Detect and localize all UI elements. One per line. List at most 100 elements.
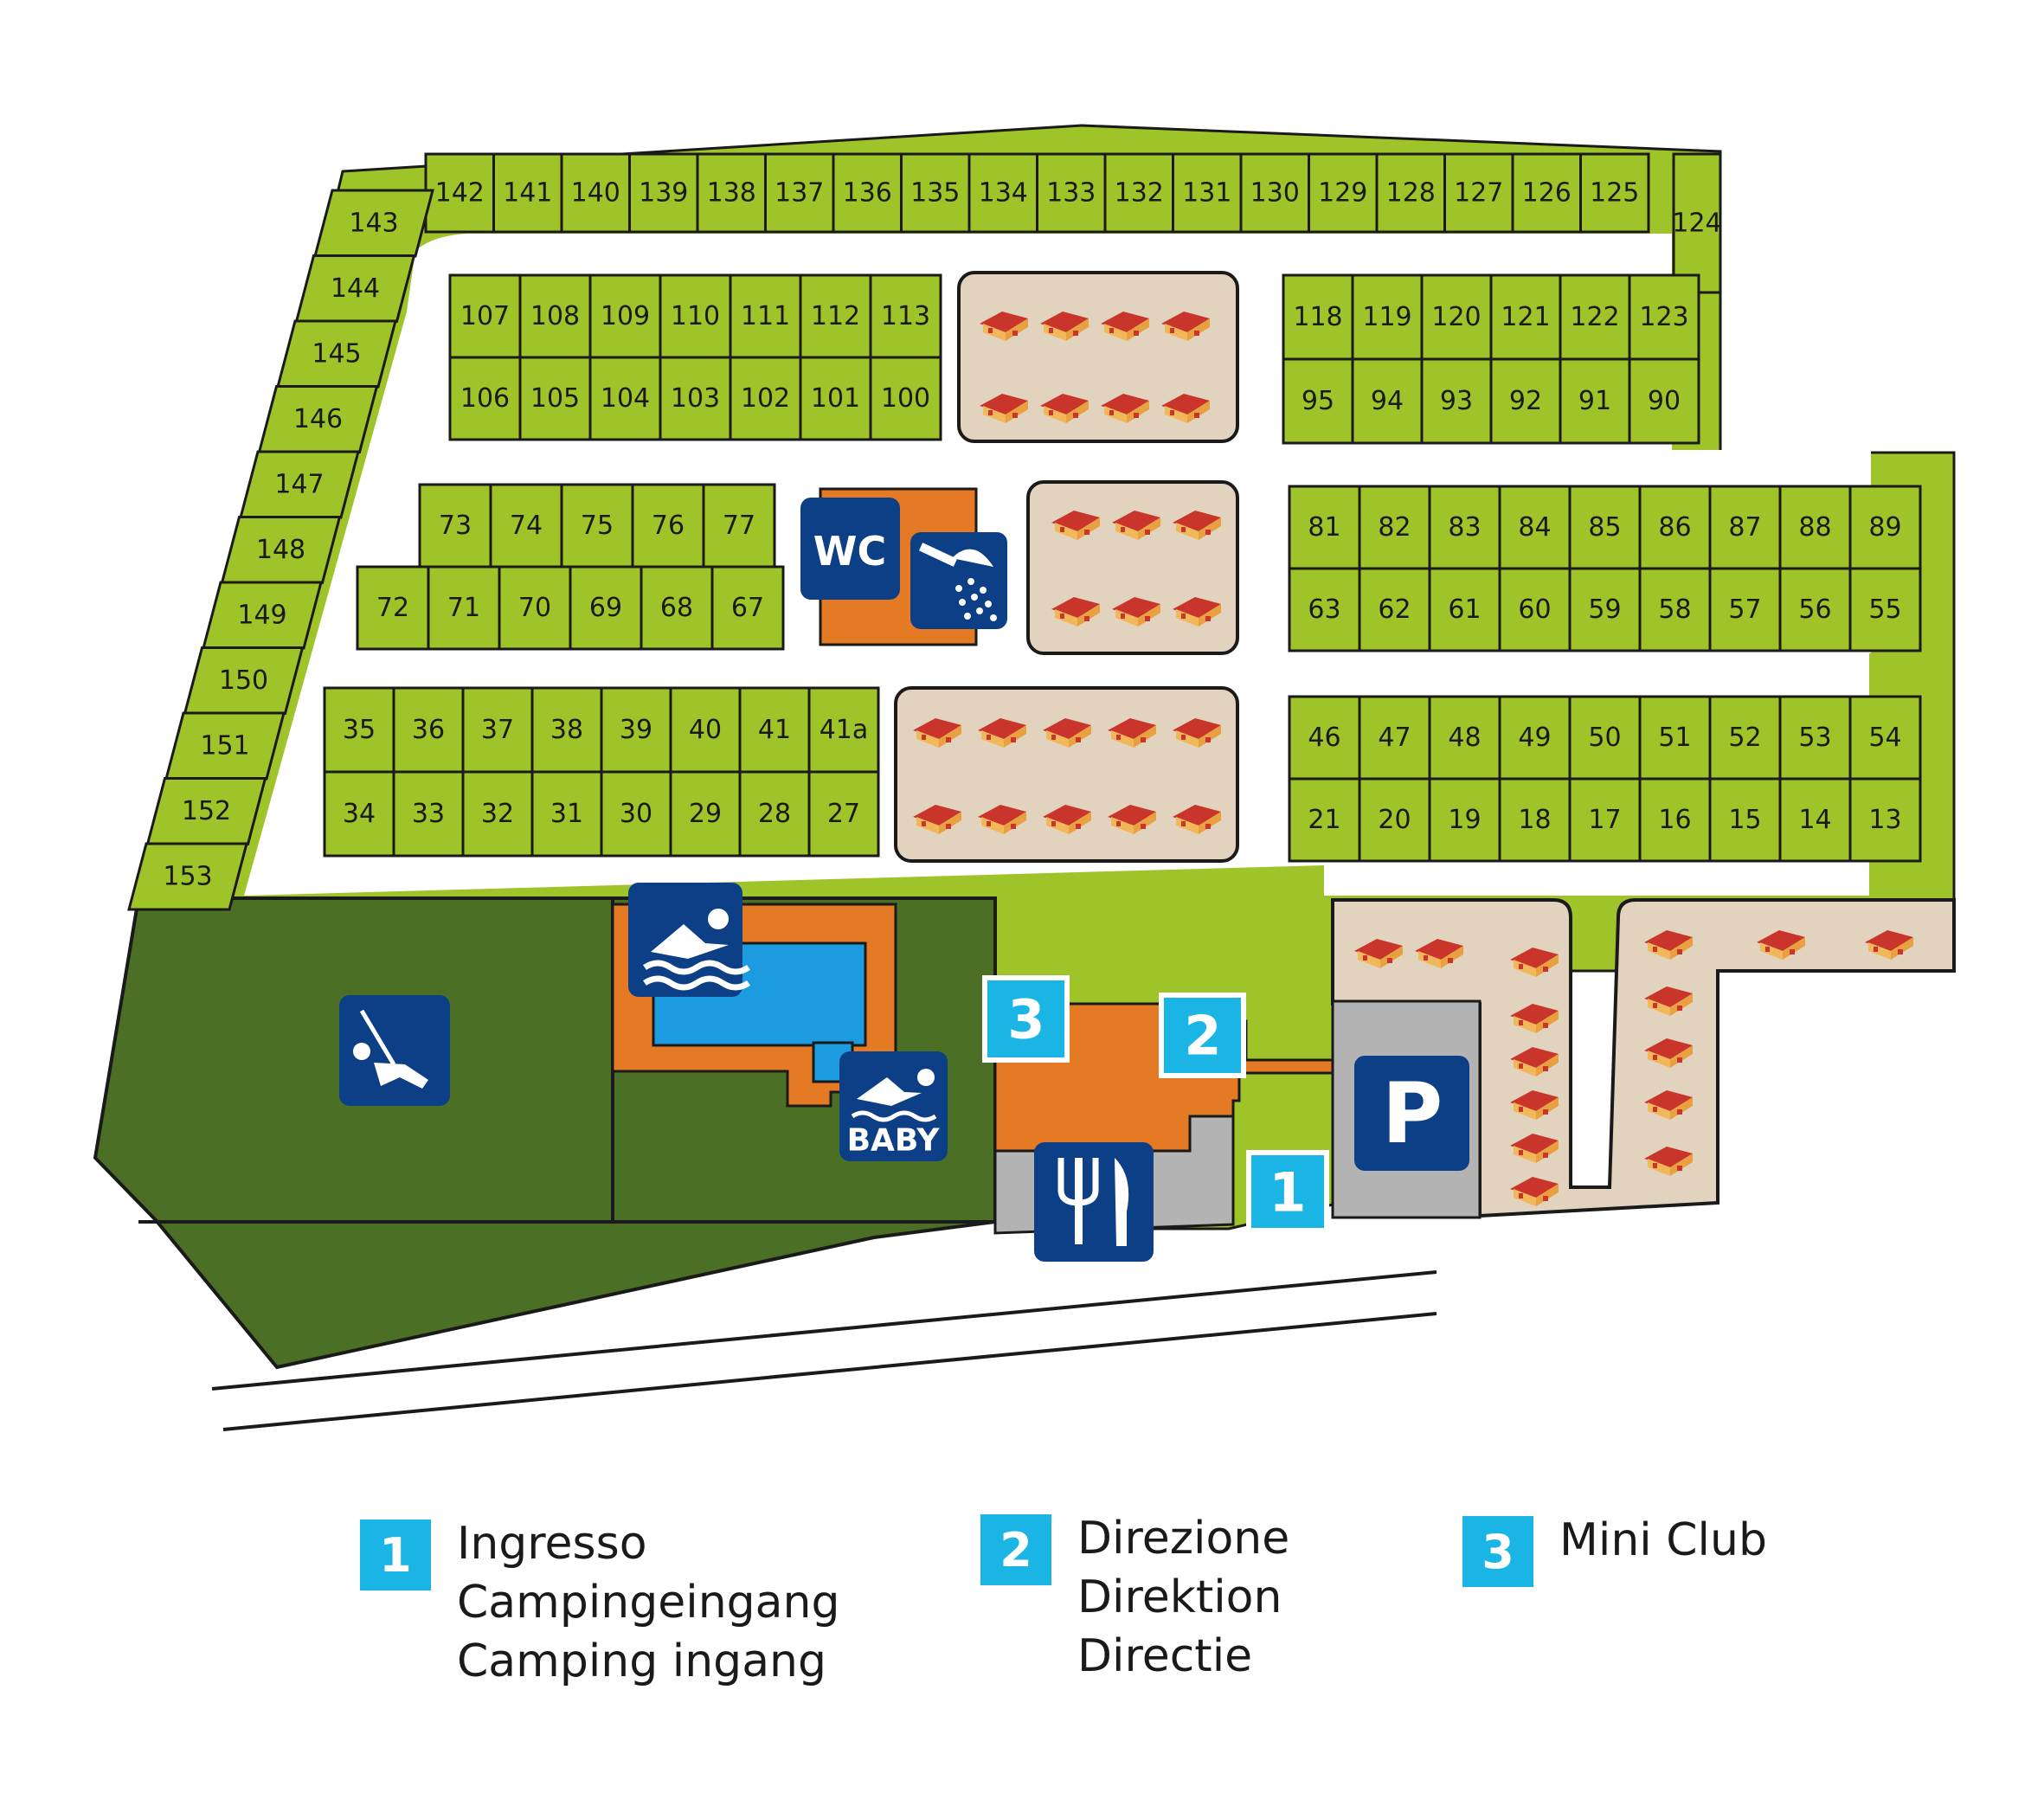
pitch: 88 — [1778, 485, 1852, 570]
pitch: 35 — [323, 686, 395, 774]
pitch: 76 — [631, 483, 705, 569]
pitch: 140 — [560, 152, 631, 234]
pitch-number: 151 — [200, 731, 249, 761]
pitch: 131 — [1172, 152, 1243, 234]
pitch: 124 — [1672, 152, 1722, 294]
baby-pool-icon: BABY — [839, 1051, 948, 1161]
pitch: 130 — [1239, 152, 1310, 234]
pitch-number: 74 — [510, 511, 543, 541]
pitch-number: 14 — [1798, 805, 1831, 835]
pitch: 69 — [569, 565, 643, 651]
pitch-number: 13 — [1868, 805, 1901, 835]
pitch: 105 — [518, 356, 592, 441]
pitch-number: 150 — [219, 665, 268, 696]
pitch: 16 — [1638, 777, 1712, 863]
pitch: 82 — [1358, 485, 1431, 570]
pitch: 148 — [220, 516, 342, 584]
pitch: 126 — [1511, 152, 1582, 234]
pitch-number: 88 — [1798, 512, 1831, 543]
pitch: 59 — [1568, 567, 1642, 652]
pitch: 21 — [1288, 777, 1361, 863]
pitch-number: 130 — [1250, 178, 1300, 209]
pitch: 118 — [1282, 273, 1354, 361]
pitch: 108 — [518, 273, 592, 359]
pitch-number: 58 — [1658, 594, 1691, 625]
pitch: 58 — [1638, 567, 1712, 652]
pitch-number: 87 — [1728, 512, 1761, 543]
parking-label: P — [1382, 1065, 1443, 1162]
pitch: 52 — [1708, 695, 1782, 781]
pitch-number: 142 — [435, 178, 485, 209]
pitch-number: 144 — [331, 273, 380, 304]
pitch-number: 137 — [775, 178, 824, 209]
parking-area: P — [1331, 999, 1482, 1219]
pitch-number: 61 — [1448, 594, 1481, 625]
pitch: 34 — [323, 770, 395, 858]
pitch-number: 41a — [820, 715, 869, 745]
pitch: 111 — [729, 273, 802, 359]
pitch-number: 148 — [256, 535, 305, 565]
legend-badge: 2 — [980, 1514, 1051, 1585]
pitch: 106 — [448, 356, 522, 441]
pitch: 61 — [1428, 567, 1501, 652]
pitch: 54 — [1848, 695, 1922, 781]
pitch-number: 63 — [1308, 594, 1340, 625]
pitch: 70 — [498, 565, 572, 651]
pitch-number: 101 — [811, 383, 860, 414]
pitch: 77 — [702, 483, 776, 569]
pitch-number: 67 — [731, 593, 764, 623]
sanitary-building: WC — [800, 487, 1007, 646]
pitch-number: 30 — [620, 799, 652, 829]
pitch-number: 140 — [571, 178, 620, 209]
pitch-number: 100 — [881, 383, 930, 414]
pitch: 147 — [239, 450, 360, 519]
pitch: 89 — [1848, 485, 1922, 570]
pitch-number: 141 — [503, 178, 552, 209]
pitch: 86 — [1638, 485, 1712, 570]
pitch: 74 — [489, 483, 563, 569]
pitch: 41a — [807, 686, 880, 774]
pitch-number: 75 — [581, 511, 614, 541]
pitch-number: 128 — [1386, 178, 1436, 209]
pitch: 68 — [640, 565, 714, 651]
pitch: 32 — [461, 770, 534, 858]
pitch-number: 56 — [1798, 594, 1831, 625]
pitch: 46 — [1288, 695, 1361, 781]
pitch: 142 — [424, 152, 495, 234]
legend-label: Mini Club — [1559, 1514, 1767, 1566]
legend-label: Directie — [1077, 1630, 1253, 1682]
pitch-number: 103 — [671, 383, 720, 414]
pitch-number: 122 — [1570, 302, 1619, 332]
swimming-pool: BABY — [611, 883, 948, 1161]
pitch-number: 132 — [1115, 178, 1164, 209]
pitch: 112 — [799, 273, 872, 359]
pitch: 113 — [869, 273, 942, 359]
pitch-number: 40 — [689, 715, 722, 745]
pitch: 150 — [183, 646, 305, 715]
pitch: 128 — [1375, 152, 1446, 234]
pitch-number: 32 — [481, 799, 514, 829]
pitch-number: 84 — [1518, 512, 1551, 543]
pitch-number: 127 — [1454, 178, 1503, 209]
marker-miniclub: 3 — [982, 975, 1070, 1063]
pitch: 144 — [294, 254, 416, 323]
pitch-number: 133 — [1046, 178, 1096, 209]
pitch-number: 118 — [1293, 302, 1342, 332]
pitch: 40 — [669, 686, 742, 774]
svg-text:2: 2 — [1184, 1005, 1221, 1068]
pitch: 17 — [1568, 777, 1642, 863]
pitch: 121 — [1489, 273, 1562, 361]
pitch-number: 70 — [518, 593, 551, 623]
pitch-number: 123 — [1639, 302, 1688, 332]
pitch-number: 92 — [1509, 386, 1542, 416]
street — [211, 1270, 1437, 1431]
swing-icon — [339, 995, 450, 1106]
pitch-number: 90 — [1648, 386, 1681, 416]
restaurant-icon — [1034, 1142, 1154, 1262]
pitch: 18 — [1498, 777, 1572, 863]
pitch: 73 — [418, 483, 492, 569]
pitch: 132 — [1103, 152, 1174, 234]
pitch-number: 147 — [274, 470, 324, 500]
pitch-number: 55 — [1868, 594, 1901, 625]
